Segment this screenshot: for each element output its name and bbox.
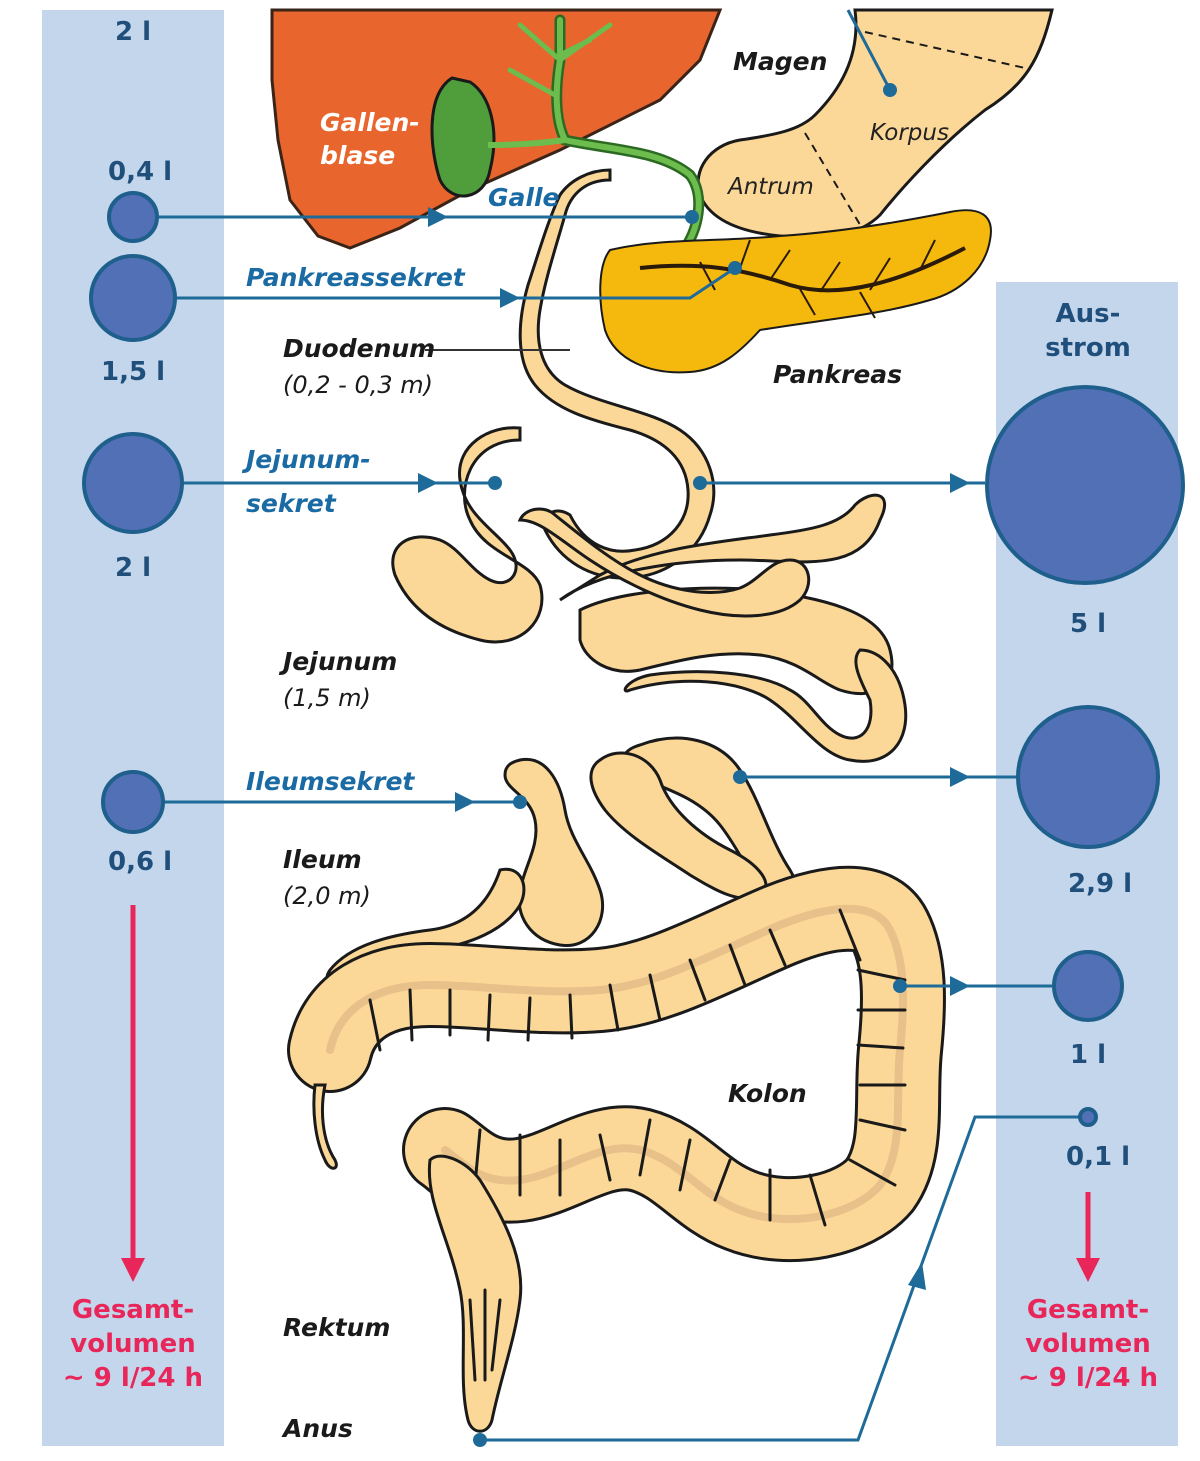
bubble-bile <box>107 191 159 243</box>
rectum-shape <box>427 1154 523 1433</box>
rectum-folds <box>468 1288 502 1382</box>
left-volume-pancreas: 1,5 l <box>101 357 165 387</box>
label-duodenum-length: (0,2 - 0,3 m) <box>283 371 433 399</box>
stomach-divider-lower <box>804 132 863 229</box>
left-total-line-3: ~ 9 l/24 h <box>63 1363 203 1393</box>
left-volume-jejunum: 2 l <box>115 553 151 583</box>
outflow-heading-line-2: strom <box>1045 333 1131 363</box>
label-anus: Anus <box>281 1414 353 1443</box>
right-total-line-3: ~ 9 l/24 h <box>1018 1363 1158 1393</box>
left-volume-top: 2 l <box>115 17 151 47</box>
pancreatic-duct-branches <box>699 239 936 319</box>
left-volume-bile: 0,4 l <box>108 157 172 187</box>
bubble-pancreas <box>89 254 177 342</box>
right-volume-ileum: 2,9 l <box>1068 869 1132 899</box>
outflow-heading-line-1: Aus- <box>1056 299 1121 329</box>
bubble-jejunum-in <box>82 432 184 534</box>
label-bile: Galle <box>488 183 559 212</box>
label-gallbladder-1: Gallen- <box>320 108 420 137</box>
bubble-ileum-in <box>101 770 165 834</box>
label-jejunum-secretion-2: sekret <box>246 489 337 518</box>
bubble-jejunum-out <box>985 385 1185 585</box>
total-arrow-right-head <box>1076 1258 1100 1282</box>
label-duodenum: Duodenum <box>283 334 435 363</box>
colon-taenia <box>326 904 907 1224</box>
jejunum-coil-1 <box>391 426 544 644</box>
label-pancreas: Pankreas <box>773 360 902 389</box>
appendix <box>312 1083 338 1170</box>
stomach-shape <box>696 8 1054 239</box>
cystic-duct <box>487 137 566 148</box>
pancreatic-duct <box>639 246 966 293</box>
label-jejunum-length: (1,5 m) <box>283 684 371 712</box>
jejunum-coil-2 <box>559 493 887 602</box>
right-total-line-1: Gesamt- <box>1027 1295 1149 1325</box>
colon-haustra <box>368 908 907 1227</box>
label-ileum: Ileum <box>283 845 362 874</box>
liver-shape <box>270 8 723 250</box>
label-jejunum: Jejunum <box>278 647 397 676</box>
jejunum-coil-5 <box>517 507 811 618</box>
label-corpus: Korpus <box>870 120 949 146</box>
label-colon: Kolon <box>728 1079 807 1108</box>
right-total-line-2: volumen <box>1025 1329 1150 1359</box>
right-volume-anus: 0,1 l <box>1066 1142 1130 1172</box>
ileum-coil-3 <box>503 757 605 947</box>
pancreas-shape <box>599 209 992 374</box>
label-ileum-length: (2,0 m) <box>283 882 371 910</box>
label-antrum: Antrum <box>726 174 814 200</box>
left-total-line-1: Gesamt- <box>72 1295 194 1325</box>
label-pancreatic-secretion: Pankreassekret <box>246 263 466 292</box>
bubble-ileum-out <box>1016 705 1160 849</box>
flow-lines <box>157 9 1088 1447</box>
label-stomach: Magen <box>733 47 827 76</box>
label-ileum-secretion: Ileumsekret <box>246 767 415 796</box>
label-jejunum-secretion-1: Jejunum- <box>241 445 371 474</box>
label-rectum: Rektum <box>283 1313 390 1342</box>
bubble-anus-out <box>1078 1107 1098 1127</box>
left-total-line-2: volumen <box>70 1329 195 1359</box>
right-volume-jejunum: 5 l <box>1070 609 1106 639</box>
gallbladder-shape <box>430 76 496 198</box>
bubble-colon-out <box>1052 950 1124 1022</box>
jejunum-coil-4 <box>623 648 908 763</box>
hepatic-duct-branches <box>507 22 613 98</box>
left-volume-ileum: 0,6 l <box>108 847 172 877</box>
right-volume-colon: 1 l <box>1070 1040 1106 1070</box>
total-arrow-left-head <box>121 1258 145 1282</box>
label-gallbladder-2: blase <box>320 141 395 170</box>
